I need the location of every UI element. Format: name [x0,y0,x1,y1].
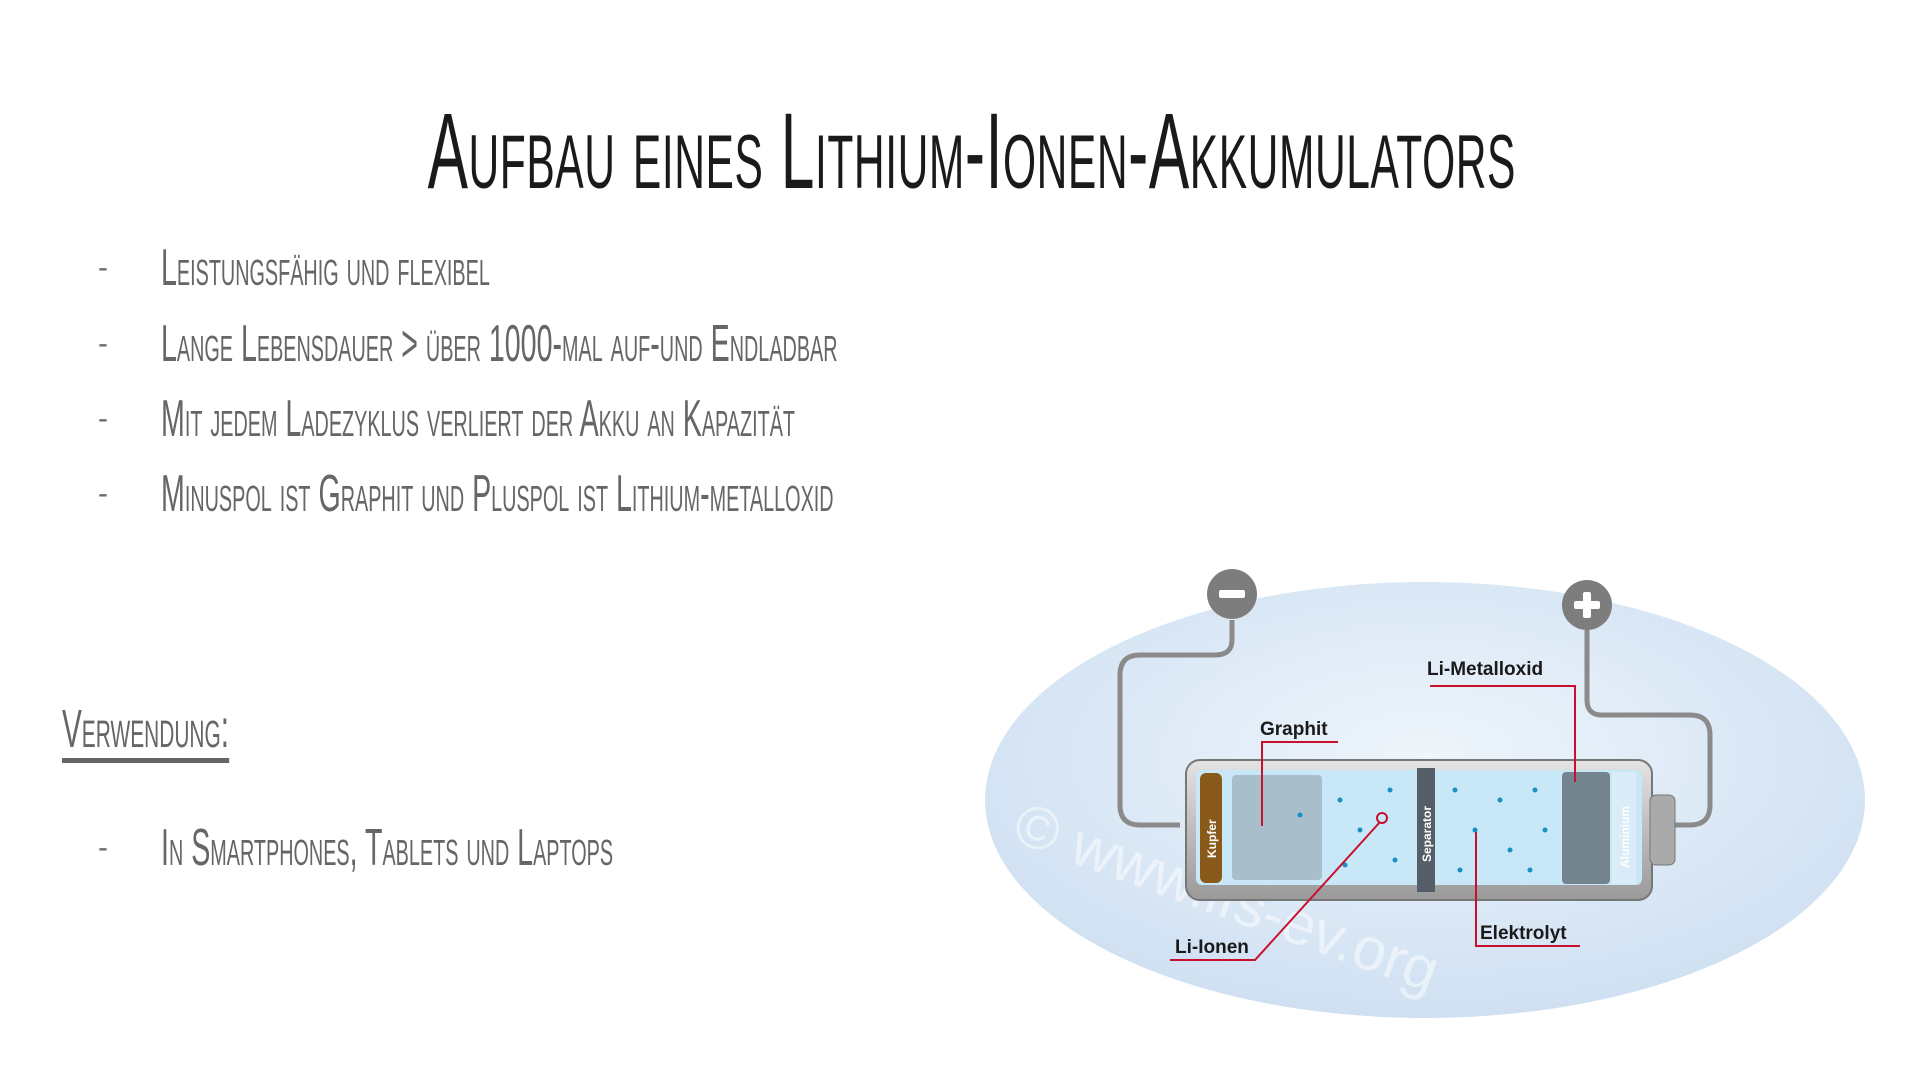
metal-oxide-layers [1562,772,1610,884]
copper-electrode [1200,773,1222,883]
bullet-item: -Minuspol ist Graphit und Pluspol ist Li… [98,465,834,523]
usage-item: -In Smartphones, Tablets und Laptops [98,819,614,877]
graphite-layers [1232,775,1322,880]
label-graphit: Graphit [1260,719,1328,740]
battery-cap [1649,794,1676,866]
label-elektrolyt: Elektrolyt [1480,923,1567,944]
page-title: Aufbau eines Lithium-Ionen-Akkumulators [427,90,1516,211]
lithium-ions [1297,787,1548,873]
svg-text:Aluminium: Aluminium [1618,806,1632,868]
aluminium-electrode [1612,772,1636,884]
svg-text:Kupfer: Kupfer [1205,819,1219,858]
usage-heading: Verwendung: [62,700,230,763]
separator [1417,768,1435,892]
label-li-metalloxid: Li-Metalloxid [1427,659,1543,680]
bullet-item: -Mit jedem Ladezyklus verliert der Akku … [98,390,795,448]
svg-text:Separator: Separator [1420,806,1434,862]
bullet-item: -Lange Lebensdauer > über 1000-mal auf-u… [98,315,838,373]
leader-lines [1170,685,1580,961]
positive-wire [1584,630,1713,828]
label-li-ionen: Li-Ionen [1175,937,1249,958]
negative-wire [1117,620,1235,828]
bullet-item: -Leistungsfähig und flexibel [98,239,490,297]
